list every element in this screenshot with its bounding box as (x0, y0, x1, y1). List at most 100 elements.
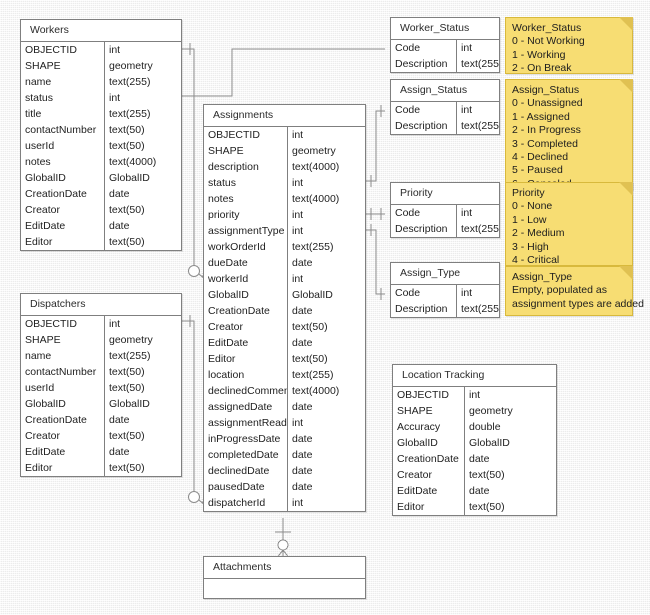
field-type: int (109, 92, 121, 104)
field-name: pausedDate (204, 479, 288, 495)
table-row: declinedComment text(4000) (204, 383, 365, 399)
field-name: EditDate (21, 444, 105, 460)
note-line: 1 - Working (512, 48, 566, 61)
table-title-attachments: Attachments (204, 557, 365, 579)
field-name: dueDate (204, 255, 288, 271)
field-name: description (204, 159, 288, 175)
field-type: int (461, 104, 473, 116)
field-name (204, 579, 288, 598)
table-row: inProgressDate date (204, 431, 365, 447)
field-type: int (109, 318, 121, 330)
note-line: 1 - Assigned (512, 110, 570, 123)
field-name: name (21, 348, 105, 364)
field-type: int (292, 417, 304, 429)
field-type: text(255) (461, 223, 499, 235)
field-name: name (21, 74, 105, 90)
field-name: GlobalID (204, 287, 288, 303)
note-title: Worker_Status (512, 22, 582, 34)
field-type: text(50) (109, 140, 145, 152)
field-type: geometry (109, 60, 153, 72)
field-type: date (469, 453, 490, 465)
field-name: declinedComment (204, 383, 288, 399)
zero-marker-dispatcherid (188, 491, 200, 503)
field-name: Editor (393, 499, 465, 515)
field-name: Editor (21, 460, 105, 476)
note-line: assignment types are added (512, 297, 644, 310)
field-name: Code (391, 40, 457, 56)
field-name: SHAPE (393, 403, 465, 419)
field-name: declinedDate (204, 463, 288, 479)
field-type: geometry (292, 145, 336, 157)
note-line: 3 - High (512, 240, 549, 253)
field-type (288, 579, 365, 598)
field-type: int (461, 42, 473, 54)
table-title-assign-type: Assign_Type (391, 263, 499, 285)
field-name: EditDate (21, 218, 105, 234)
field-type: int (292, 273, 304, 285)
note-title: Priority (512, 187, 545, 199)
note-line: 4 - Critical (512, 254, 560, 267)
field-type: text(50) (469, 469, 505, 481)
field-type: text(4000) (292, 385, 340, 397)
wire-assignments-assignstatus (366, 110, 385, 182)
field-name: OBJECTID (204, 127, 288, 143)
note-title: Assign_Type (512, 271, 573, 283)
table-attachments[interactable]: Attachments (203, 556, 366, 599)
wire-dispatchers-assignments (182, 320, 195, 492)
field-type: GlobalID (109, 398, 150, 410)
field-name: userId (21, 380, 105, 396)
field-type: date (292, 401, 313, 413)
field-name: Code (391, 205, 457, 221)
table-body-assignments: OBJECTID int SHAPE geometry description text(… (204, 127, 365, 511)
field-type: text(50) (292, 353, 328, 365)
field-name: SHAPE (204, 143, 288, 159)
field-type: date (292, 433, 313, 445)
note-line: 2 - Medium (512, 227, 565, 240)
field-name: priority (204, 207, 288, 223)
table-title-worker-status: Worker_Status (391, 18, 499, 40)
table-body-attachments (204, 579, 365, 598)
field-type: text(4000) (292, 161, 340, 173)
field-name: SHAPE (21, 332, 105, 348)
field-type: int (292, 177, 304, 189)
field-type: date (292, 257, 313, 269)
field-name: assignedDate (204, 399, 288, 415)
field-type: text(255) (109, 350, 151, 362)
field-type: text(4000) (109, 156, 157, 168)
field-type: geometry (469, 405, 513, 417)
field-name: EditDate (393, 483, 465, 499)
field-name: inProgressDate (204, 431, 288, 447)
field-type: text(50) (109, 462, 145, 474)
table-row: name text(255) (21, 348, 181, 364)
